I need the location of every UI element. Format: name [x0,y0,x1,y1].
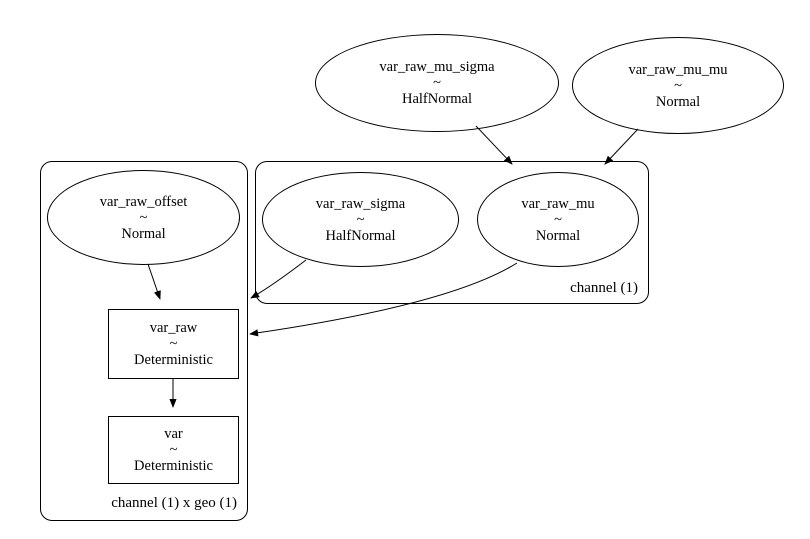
node-tilde: ~ [356,211,365,228]
node-var-raw-sigma: var_raw_sigma ~ HalfNormal [262,172,459,267]
node-var-raw-mu: var_raw_mu ~ Normal [477,172,639,267]
node-label: var_raw_mu_mu [628,61,728,78]
node-distribution: Normal [535,227,581,244]
edge-mu-mu-to-mu [604,128,639,165]
node-distribution: HalfNormal [325,227,396,244]
node-label: var_raw_mu_sigma [379,59,495,75]
node-tilde: ~ [169,442,178,458]
node-distribution: HalfNormal [401,91,473,107]
node-var-raw: var_raw ~ Deterministic [108,309,239,379]
node-tilde: ~ [554,211,562,228]
node-var-raw-mu-sigma: var_raw_mu_sigma ~ HalfNormal [315,34,559,132]
node-var-raw-offset: var_raw_offset ~ Normal [47,170,240,265]
node-label: var_raw [149,320,198,336]
node-distribution: Normal [655,93,701,110]
node-label: var [164,426,183,442]
node-distribution: Deterministic [134,458,213,474]
node-label: var_raw_mu [521,195,595,212]
node-distribution: Deterministic [134,352,213,368]
node-var: var ~ Deterministic [108,416,239,484]
plate-channel-x-geo: channel (1) x geo (1) [40,161,248,521]
node-tilde: ~ [169,336,178,352]
node-tilde: ~ [433,75,441,91]
plate-channel-x-geo-label: channel (1) x geo (1) [111,495,237,511]
plate-channel-label: channel (1) [570,280,638,296]
node-label: var_raw_offset [99,193,188,210]
node-var-raw-mu-mu: var_raw_mu_mu ~ Normal [572,37,784,134]
node-tilde: ~ [674,77,682,94]
edge-mu-sigma-to-mu [475,125,513,165]
node-label: var_raw_sigma [315,195,406,212]
node-tilde: ~ [139,209,148,226]
node-distribution: Normal [121,225,166,242]
